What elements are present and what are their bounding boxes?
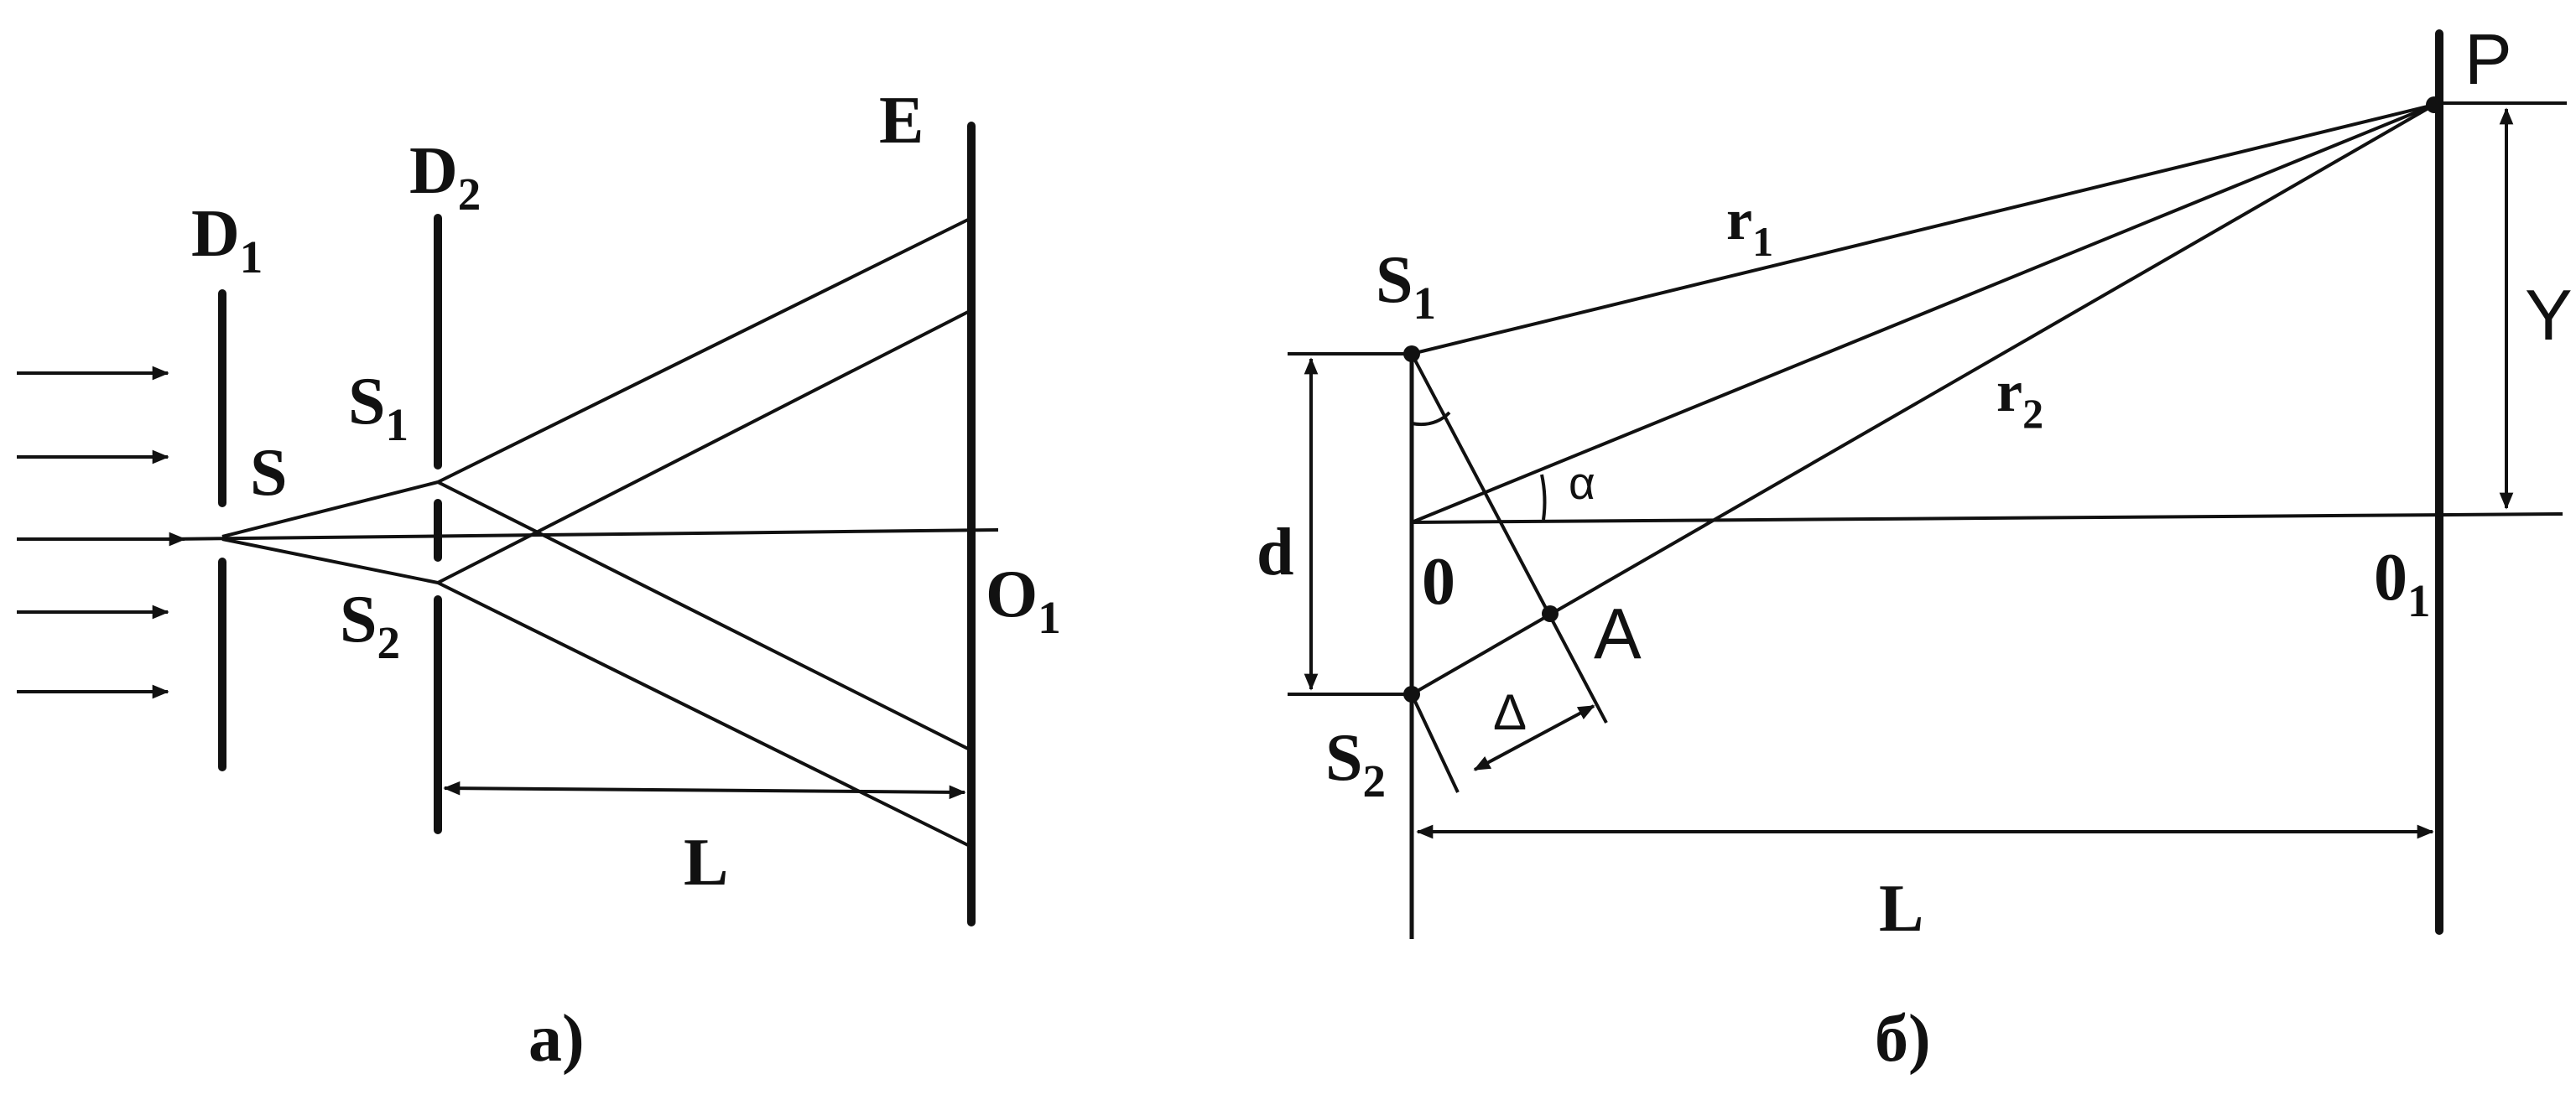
label-s2-a: S2	[340, 583, 400, 668]
caption-a: а)	[528, 1002, 585, 1076]
ray-center	[1411, 103, 2435, 524]
label-y: Y	[2525, 276, 2573, 355]
ray-s2-upper	[437, 309, 972, 584]
angle-arc-alpha	[1540, 474, 1547, 521]
tick-s2	[1410, 693, 1460, 793]
ray-s1-lower	[437, 480, 972, 752]
point-a	[1542, 605, 1559, 622]
dimension-l-a	[443, 781, 966, 800]
optical-axis-b	[1411, 512, 2563, 524]
label-o1-b: 01	[2374, 541, 2431, 626]
point-s2	[1403, 686, 1420, 703]
label-r2: r2	[1996, 360, 2043, 437]
ray-s-to-s2	[221, 537, 439, 584]
caption-b: б)	[1875, 1002, 1931, 1076]
ray-s2-lower	[437, 581, 972, 848]
label-alpha: α	[1569, 457, 1595, 509]
label-a: A	[1594, 594, 1642, 674]
label-l-a: L	[684, 826, 728, 900]
angle-arc-s1	[1411, 411, 1451, 427]
label-l-b: L	[1879, 872, 1923, 946]
label-p: P	[2464, 20, 2512, 100]
point-s1	[1403, 345, 1420, 362]
optical-axis-a	[167, 528, 999, 541]
label-o1-a: O1	[986, 558, 1061, 643]
label-zero: 0	[1422, 545, 1455, 619]
ray-r2	[1411, 103, 2435, 696]
label-s2-b: S2	[1325, 721, 1386, 807]
label-s1-b: S1	[1376, 243, 1436, 329]
incident-light-arrows	[17, 366, 186, 699]
panel-a: D1 D2 E S S1 S2 O1 L а)	[17, 84, 1061, 1076]
perpendicular-s1-a	[1410, 353, 1608, 724]
ray-r1	[1411, 103, 2435, 355]
label-d: d	[1257, 516, 1294, 589]
point-p	[2426, 96, 2443, 113]
label-r1: r1	[1726, 188, 1773, 265]
ray-s-to-s1	[221, 480, 439, 538]
label-d1: D1	[191, 197, 263, 283]
label-s1-a: S1	[348, 365, 409, 450]
label-delta: Δ	[1493, 684, 1527, 740]
dimension-delta	[1473, 704, 1595, 771]
label-s: S	[250, 436, 288, 510]
ray-s1-upper	[437, 216, 972, 484]
label-e: E	[879, 84, 924, 158]
label-d2: D2	[409, 134, 481, 220]
panel-b: P r1 r2 S1 S2 Y d α 0 01 A Δ L б)	[1257, 20, 2573, 1076]
